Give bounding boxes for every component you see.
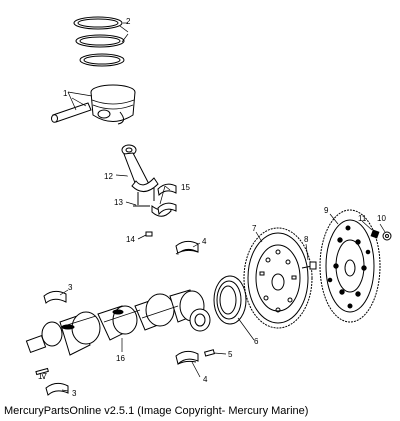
- callout-key: 17: [38, 372, 47, 381]
- callout-connecting-rod: 12: [104, 172, 113, 181]
- rod-bearing-shells[interactable]: [151, 183, 177, 217]
- callout-rod-bolt: 13: [114, 198, 123, 207]
- callout-rod-bearing: 15: [181, 183, 190, 192]
- main-bearing-upper[interactable]: [175, 240, 199, 255]
- rod-nut[interactable]: [145, 231, 153, 237]
- leader-lines: [41, 22, 386, 392]
- callout-bolt: 11: [358, 214, 367, 223]
- piston-rings[interactable]: [73, 16, 129, 67]
- bearing-shell-lower[interactable]: [45, 382, 69, 396]
- callout-flywheel: 7: [252, 224, 257, 233]
- callout-bearing-shell-lower: 3: [72, 389, 77, 398]
- flywheel-bolt[interactable]: [301, 261, 317, 270]
- callout-numbers: 1 2 12 15 13 14 4 3 16 4 5 6 7 8 9 10 11…: [38, 17, 386, 398]
- connecting-rod[interactable]: [121, 144, 159, 205]
- callout-piston-rings: 2: [126, 17, 131, 26]
- rear-seal[interactable]: [213, 275, 247, 325]
- callout-dowel-pin: 5: [228, 350, 233, 359]
- callout-bearing-shell-left: 3: [68, 283, 73, 292]
- piston-pin[interactable]: [51, 97, 92, 123]
- flywheel[interactable]: [243, 227, 313, 329]
- callout-crankshaft: 16: [116, 354, 125, 363]
- callout-rod-nut: 14: [126, 235, 135, 244]
- callout-washer: 10: [377, 214, 386, 223]
- key[interactable]: [35, 367, 49, 376]
- coupler-plate[interactable]: [319, 209, 381, 323]
- callout-main-bearing-lower: 4: [203, 375, 208, 384]
- dowel-pin[interactable]: [204, 349, 215, 357]
- piston[interactable]: [90, 84, 136, 125]
- callout-main-bearing-upper: 4: [202, 237, 207, 246]
- callout-rear-seal: 6: [254, 337, 259, 346]
- washer[interactable]: [382, 231, 392, 241]
- main-bearing-lower[interactable]: [175, 350, 199, 365]
- coupler-bolt[interactable]: [370, 229, 380, 239]
- callout-flywheel-bolt: 8: [304, 235, 309, 244]
- callout-piston-pin: 1: [63, 89, 68, 98]
- callout-coupler-plate: 9: [324, 206, 329, 215]
- crankshaft[interactable]: [25, 289, 211, 356]
- image-caption: MercuryPartsOnline v2.5.1 (Image Copyrig…: [4, 405, 309, 417]
- engine-exploded-diagram: 1 2 12 15 13 14 4 3 16 4 5 6 7 8 9 10 11…: [25, 16, 392, 398]
